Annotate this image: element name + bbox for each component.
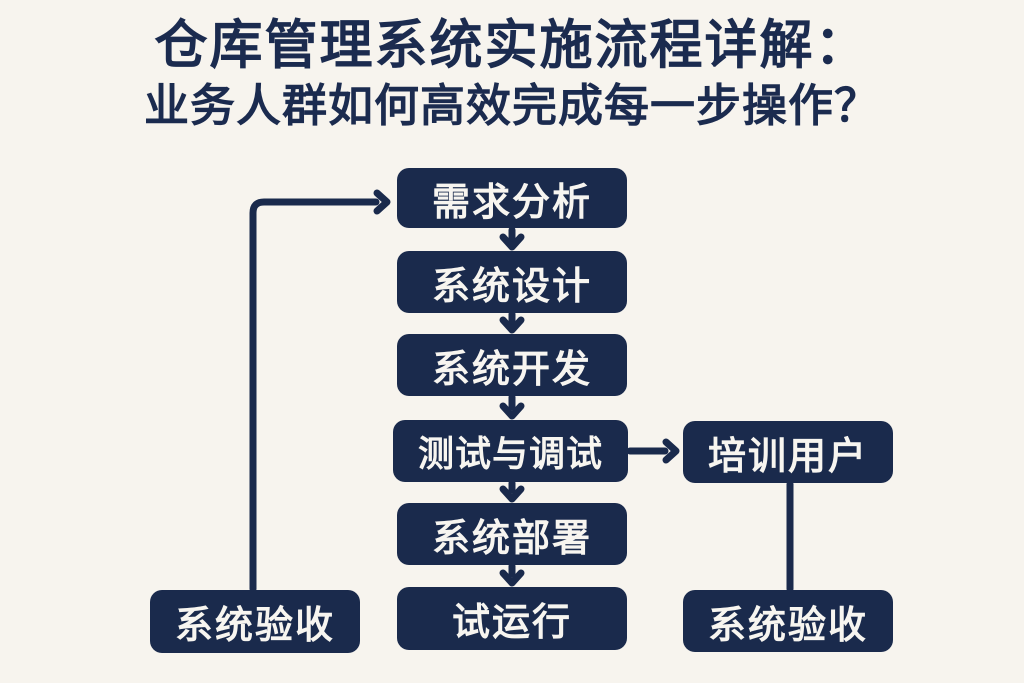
page-title-line-2: 业务人群如何高效完成每一步操作？ bbox=[143, 79, 880, 131]
edge-requirements-to-design bbox=[499, 226, 525, 251]
page-title-line-1: 仓库管理系统实施流程详解： bbox=[154, 16, 870, 75]
edge-acceptance-to-requirements bbox=[249, 189, 391, 593]
edge-testing-to-deployment bbox=[499, 479, 525, 503]
node-label: 测试与调试 bbox=[417, 433, 603, 474]
node-label: 系统设计 bbox=[431, 265, 592, 308]
node-label: 系统开发 bbox=[431, 348, 592, 391]
node-system-deployment: 系统部署 bbox=[397, 503, 627, 565]
node-system-acceptance-left: 系统验收 bbox=[150, 590, 360, 653]
node-label: 需求分析 bbox=[431, 181, 592, 224]
node-label: 培训用户 bbox=[707, 435, 868, 478]
node-requirements-analysis: 需求分析 bbox=[397, 168, 627, 228]
node-system-design: 系统设计 bbox=[397, 251, 627, 313]
node-label: 系统部署 bbox=[431, 517, 592, 560]
node-system-development: 系统开发 bbox=[397, 334, 627, 396]
node-label: 系统验收 bbox=[174, 605, 335, 647]
edge-design-to-development bbox=[499, 310, 525, 334]
node-label: 系统验收 bbox=[707, 604, 868, 647]
node-label: 试运行 bbox=[451, 602, 572, 644]
page-title: 仓库管理系统实施流程详解： 业务人群如何高效完成每一步操作？ bbox=[0, 14, 1024, 134]
edge-development-to-testing bbox=[499, 393, 525, 420]
edge-deployment-to-trial bbox=[499, 562, 525, 587]
node-testing-debugging: 测试与调试 bbox=[393, 420, 628, 482]
node-system-acceptance-right: 系统验收 bbox=[683, 590, 893, 652]
node-train-users: 培训用户 bbox=[683, 421, 893, 483]
node-trial-run: 试运行 bbox=[397, 587, 627, 650]
edge-testing-to-train-users bbox=[626, 438, 680, 464]
